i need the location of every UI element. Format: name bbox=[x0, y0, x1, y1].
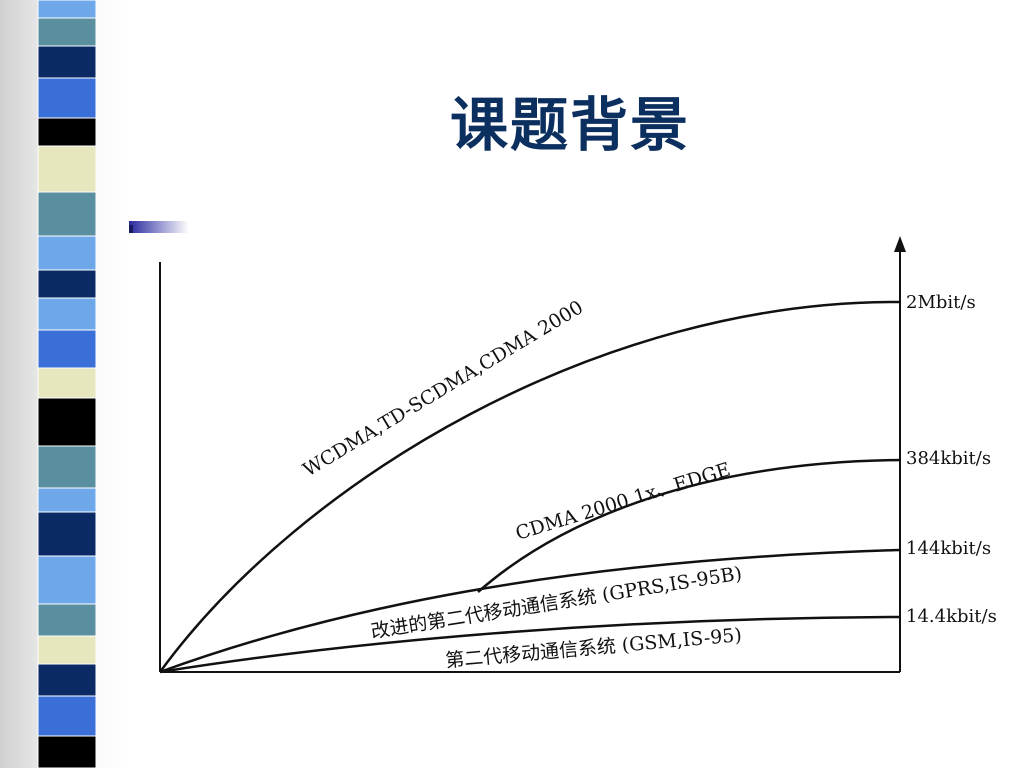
strip-block bbox=[37, 235, 97, 271]
strip-block bbox=[37, 45, 97, 79]
curve-label-2g: 第二代移动通信系统 (GSM,IS-95) bbox=[445, 624, 743, 672]
rate-label-14-4kbit: 14.4kbit/s bbox=[906, 606, 997, 627]
slide-title: 课题背景 bbox=[449, 91, 690, 159]
strip-block bbox=[37, 367, 97, 399]
curve-2g bbox=[159, 615, 901, 674]
curve-cdma1x-edge bbox=[477, 458, 901, 593]
strip-block bbox=[37, 487, 97, 513]
rate-label-2mbit: 2Mbit/s bbox=[906, 292, 976, 313]
strip-block bbox=[37, 269, 97, 299]
curve-2-5g bbox=[159, 548, 901, 674]
decorative-side-strip bbox=[0, 0, 125, 768]
strip-block bbox=[37, 663, 97, 697]
curve-label-cdma1x-edge: CDMA 2000 1x、EDGE bbox=[513, 458, 733, 544]
strip-block bbox=[37, 329, 97, 369]
strip-block bbox=[37, 735, 97, 768]
strip-block bbox=[37, 191, 97, 237]
strip-block bbox=[37, 511, 97, 557]
curve-3g bbox=[158, 300, 901, 673]
rate-label-144kbit: 144kbit/s bbox=[906, 538, 991, 559]
strip-block bbox=[37, 145, 97, 193]
rate-label-384kbit: 384kbit/s bbox=[906, 448, 991, 469]
strip-block bbox=[37, 695, 97, 737]
axis-arrow-icon bbox=[894, 236, 906, 252]
strip-block bbox=[37, 445, 97, 489]
curve-label-3g: WCDMA,TD-SCDMA,CDMA 2000 bbox=[299, 296, 587, 481]
strip-block bbox=[37, 77, 97, 119]
bullet-marker bbox=[129, 221, 189, 233]
strip-block bbox=[37, 555, 97, 605]
